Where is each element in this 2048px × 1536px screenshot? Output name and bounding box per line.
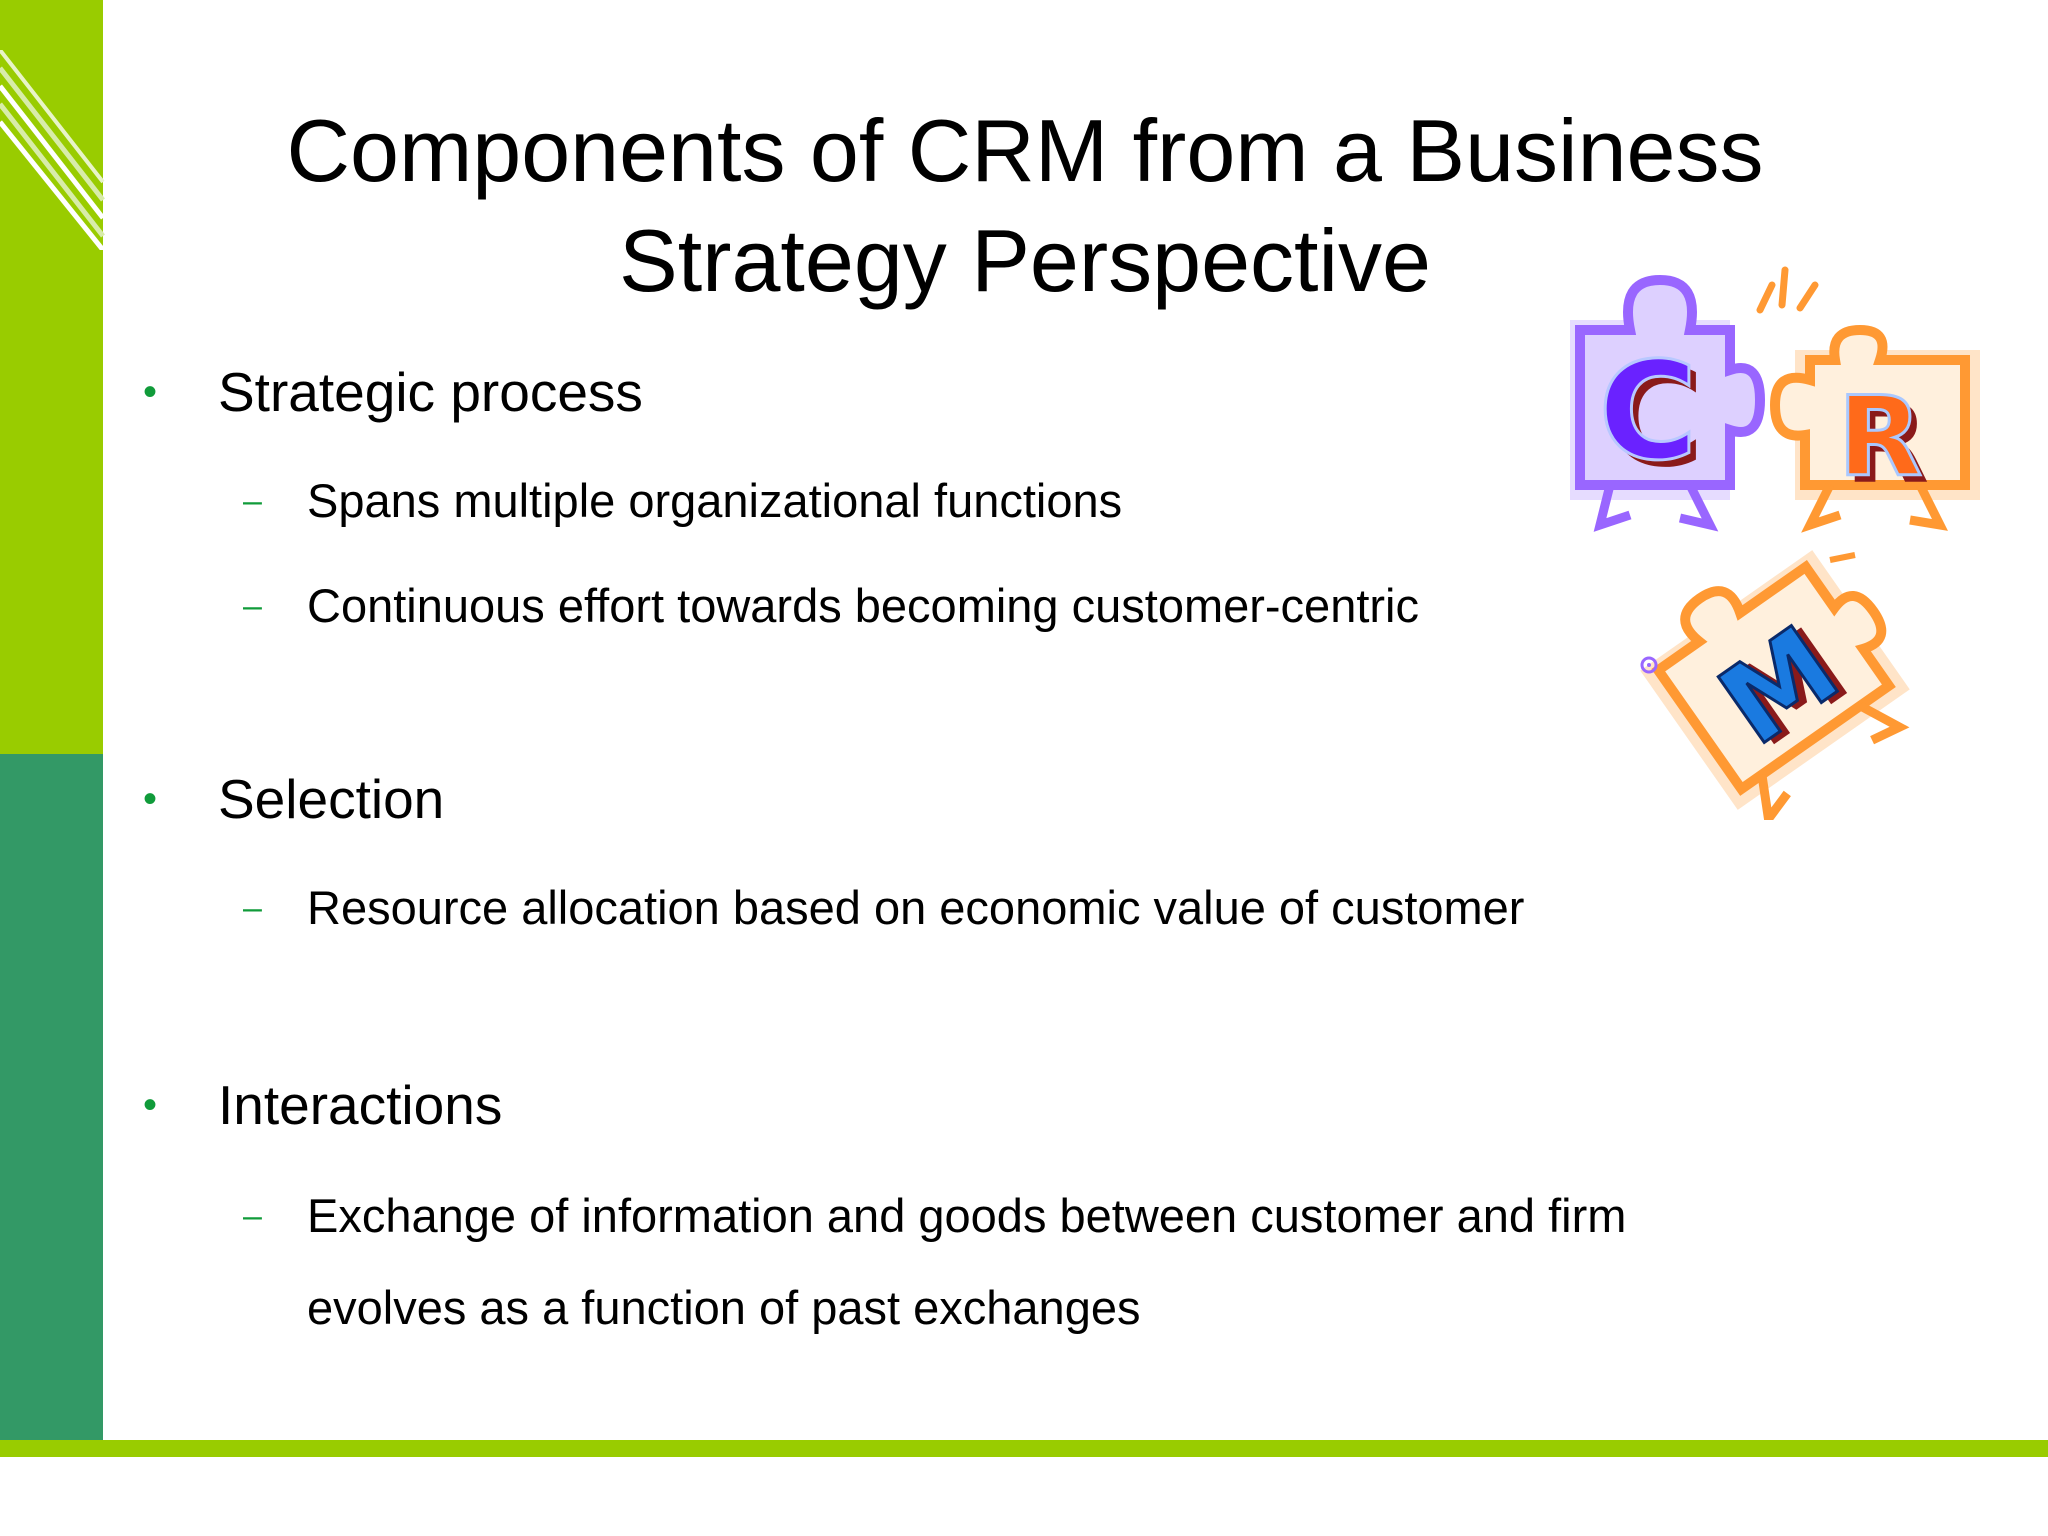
sub-bullet-text: evolves as a function of past exchanges: [307, 1281, 1141, 1334]
title-line-1: Components of CRM from a Business: [286, 101, 1764, 200]
sub-bullet-text: Continuous effort towards becoming custo…: [307, 579, 1419, 632]
sub-bullet-dash: –: [243, 482, 262, 520]
sub-bullet-continuation: evolves as a function of past exchanges: [307, 1262, 1140, 1354]
side-bar-green: [0, 754, 103, 1440]
crm-puzzle-clipart: C C R R M M: [1570, 266, 1980, 820]
puzzle-piece-c: C C: [1570, 274, 1766, 532]
sub-bullet: – Resource allocation based on economic …: [243, 862, 1525, 954]
sub-bullet-text: Resource allocation based on economic va…: [307, 881, 1525, 934]
bullet-dot: •: [143, 1083, 158, 1127]
sub-bullet: – Exchange of information and goods betw…: [243, 1170, 1627, 1262]
bullet-text: Interactions: [218, 1074, 503, 1136]
bullet-interactions: • Interactions: [143, 1073, 503, 1137]
slide-title: Components of CRM from a Business Strate…: [140, 96, 1910, 316]
sub-bullet-dash: –: [243, 1197, 262, 1235]
bullet-strategic-process: • Strategic process: [143, 360, 643, 424]
puzzle-piece-m: M M: [1640, 550, 1910, 820]
sub-bullet-text: Spans multiple organizational functions: [307, 474, 1123, 527]
letter-r: R: [1838, 373, 1923, 501]
bullet-dot: •: [143, 777, 158, 821]
sub-bullet: – Continuous effort towards becoming cus…: [243, 560, 1419, 652]
sub-bullet-text: Exchange of information and goods betwee…: [307, 1189, 1627, 1242]
title-line-2: Strategy Perspective: [619, 211, 1431, 310]
sub-bullet: – Spans multiple organizational function…: [243, 455, 1123, 547]
puzzle-piece-r: R R: [1756, 266, 1980, 563]
bullet-selection: • Selection: [143, 767, 445, 831]
bottom-bar: [0, 1440, 2048, 1457]
sub-bullet-dash: –: [243, 587, 262, 625]
diagonal-stripes-decoration: [0, 50, 105, 250]
letter-r-shadow: R: [1845, 380, 1930, 508]
letter-c: C: [1598, 333, 1697, 490]
bullet-text: Selection: [218, 768, 445, 830]
bullet-dot: •: [143, 370, 158, 414]
letter-c-shadow: C: [1605, 340, 1704, 497]
sub-bullet-dash: –: [243, 889, 262, 927]
bullet-text: Strategic process: [218, 361, 643, 423]
